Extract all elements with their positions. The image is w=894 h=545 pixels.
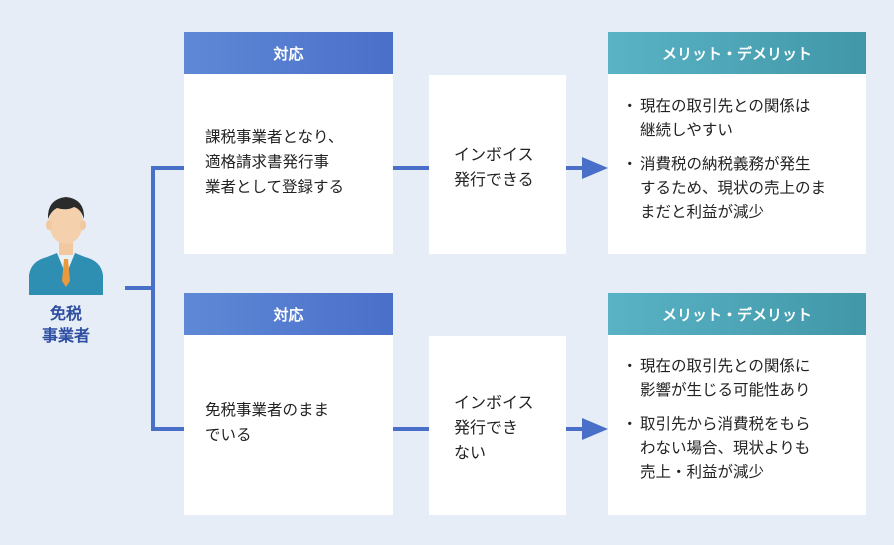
result-text-1: インボイス 発行できる [454, 145, 534, 189]
merit-item: 現在の取引先との関係は 継続しやすい [622, 94, 860, 142]
connector-vertical [151, 166, 155, 431]
connector-result-merit-2 [566, 427, 586, 431]
merit-header-2: メリット・デメリット [608, 293, 866, 335]
connector-action-result-1 [393, 166, 429, 170]
merit-item: 消費税の納税義務が発生 するため、現状の売上のま まだと利益が減少 [622, 152, 860, 224]
connector-branch-bottom [151, 427, 184, 431]
connector-trunk [125, 286, 155, 290]
merit-header-1: メリット・デメリット [608, 32, 866, 74]
action-text-1: 課税事業者となり、 適格請求書発行事 業者として登録する [205, 128, 345, 196]
merit-list-2: 現在の取引先との関係に 影響が生じる可能性あり 取引先から消費税をもら わない場… [622, 354, 860, 494]
business-person-icon [29, 197, 103, 295]
result-card-2 [429, 336, 566, 515]
merit-item: 取引先から消費税をもら わない場合、現状よりも 売上・利益が減少 [622, 412, 860, 484]
actor-label: 免税 事業者 [41, 304, 90, 345]
merit-item: 現在の取引先との関係に 影響が生じる可能性あり [622, 354, 860, 402]
connector-action-result-2 [393, 427, 429, 431]
actor-avatar [27, 183, 105, 295]
action-text-2: 免税事業者のまま でいる [205, 401, 330, 444]
merit-list-1: 現在の取引先との関係は 継続しやすい 消費税の納税義務が発生 するため、現状の売… [622, 94, 860, 234]
result-card-1 [429, 75, 566, 254]
action-header-1: 対応 [184, 32, 393, 74]
connector-branch-top [151, 166, 184, 170]
connector-result-merit-1 [566, 166, 586, 170]
arrow-right-icon [582, 418, 608, 440]
action-header-2: 対応 [184, 293, 393, 335]
arrow-right-icon [582, 157, 608, 179]
result-text-2: インボイス 発行でき ない [454, 393, 534, 462]
